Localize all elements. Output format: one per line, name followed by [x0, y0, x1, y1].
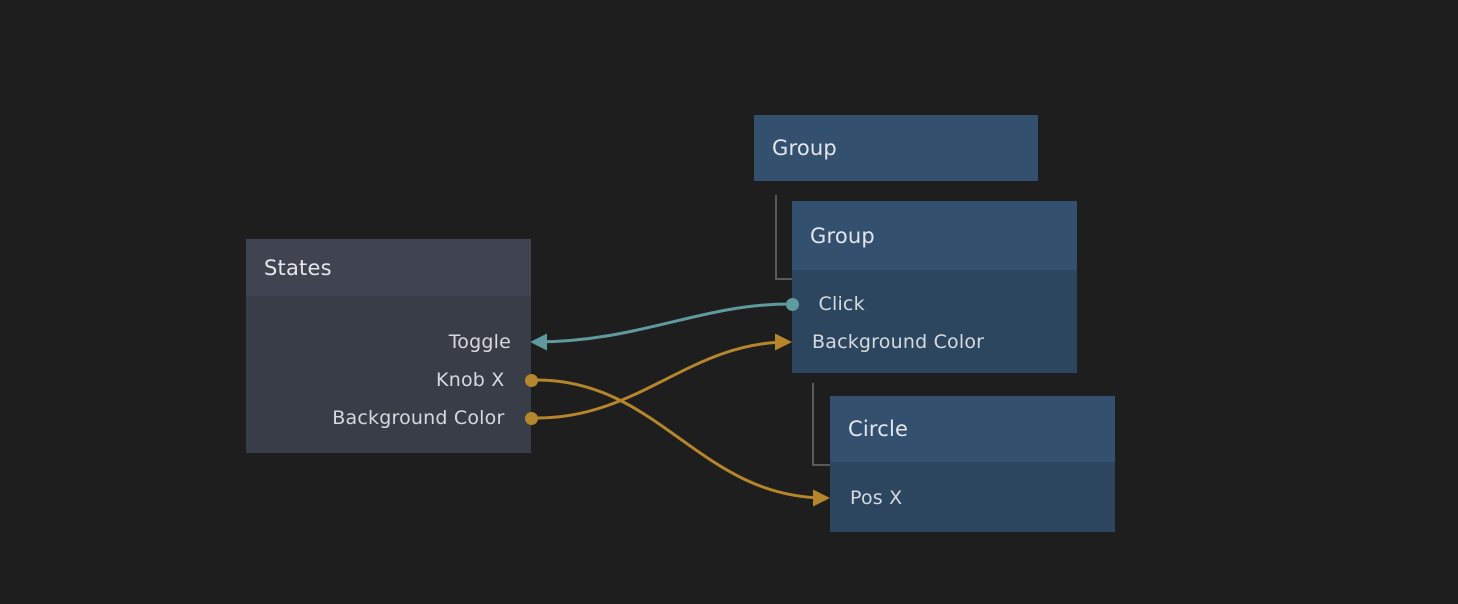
node-header-group-root[interactable]: Group — [754, 115, 1038, 181]
edge-arrowhead-icon — [813, 489, 830, 507]
port-dot-icon[interactable] — [785, 297, 799, 311]
hierarchy-link — [775, 195, 793, 280]
node-title: Circle — [848, 417, 909, 441]
port-dot-icon[interactable] — [524, 411, 538, 425]
edge-arrowhead-icon — [775, 333, 792, 351]
port-label: Knob X — [436, 369, 505, 391]
node-title: States — [264, 255, 332, 280]
port-label: Pos X — [850, 487, 903, 509]
port-label: Click — [818, 293, 865, 315]
port-label: Toggle — [448, 331, 511, 353]
node-title: Group — [772, 136, 837, 160]
node-title: Group — [810, 223, 875, 248]
port-states-background-color[interactable]: Background Color — [332, 407, 538, 429]
edge-arrowhead-icon — [530, 333, 547, 351]
node-group-root[interactable]: Group — [754, 115, 1038, 181]
node-header-group-child[interactable]: Group — [792, 201, 1077, 270]
node-header-circle[interactable]: Circle — [830, 396, 1115, 462]
port-pos-x[interactable]: Pos X — [830, 487, 902, 509]
port-click[interactable]: Click — [785, 293, 865, 315]
port-dot-icon[interactable] — [524, 373, 538, 387]
edge-click-to-toggle[interactable] — [532, 302, 792, 344]
port-knob-x[interactable]: Knob X — [436, 369, 538, 391]
hierarchy-link — [812, 383, 830, 466]
node-header-states[interactable]: States — [246, 239, 531, 296]
port-group-background-color[interactable]: Background Color — [792, 331, 984, 353]
port-label: Background Color — [812, 331, 985, 353]
node-body-circle: Pos X — [830, 462, 1115, 532]
port-toggle[interactable]: Toggle — [449, 331, 531, 353]
edge-states-background-color-to-group-background-color[interactable] — [535, 340, 790, 420]
edge-knob-x-to-pos-x[interactable] — [535, 378, 828, 500]
port-label: Background Color — [332, 407, 505, 429]
